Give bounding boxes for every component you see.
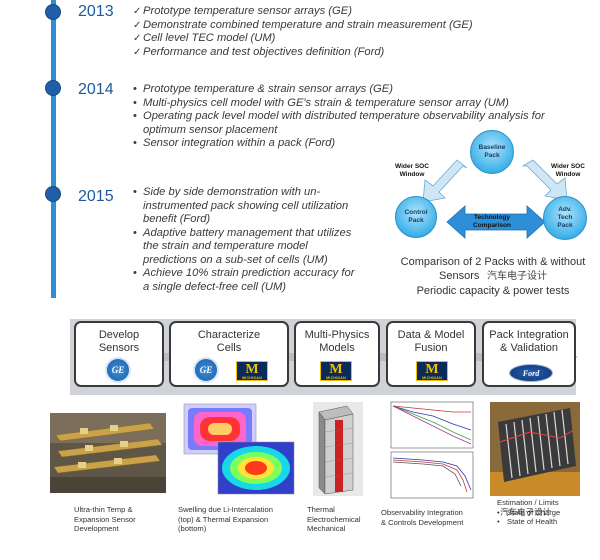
ge-logo-icon: GE [193, 357, 219, 383]
list-item: Operating pack level model with distribu… [133, 110, 545, 137]
ge-logo-icon: GE [105, 357, 131, 383]
list-item: Side by side demonstration with un-instr… [133, 186, 354, 227]
heatmap-top [183, 403, 257, 455]
timeline-dot-2014 [45, 80, 61, 96]
list-item: Multi-physics cell model with GE's strai… [133, 97, 545, 111]
battery-pack-photo [490, 402, 580, 496]
heatmap-plots [178, 402, 296, 496]
year-2013: 2013 [78, 3, 114, 20]
watermark: 汽车电子设计 [487, 271, 547, 282]
ford-logo-icon: Ford [509, 364, 553, 382]
list-item: Prototype temperature sensor arrays (GE) [133, 5, 473, 19]
timeline-dot-2013 [45, 4, 61, 20]
caption-observability: Observability Integration& Controls Deve… [381, 508, 464, 527]
caption-estimation: Estimation / Limits •State of Charge •St… [497, 498, 561, 527]
sensor-strips-photo [50, 413, 166, 493]
cell-model-image [313, 402, 363, 496]
list-item: Performance and test objectives definiti… [133, 46, 473, 60]
year-2014: 2014 [78, 81, 114, 98]
list-item: Achieve 10% strain prediction accuracy f… [133, 267, 354, 294]
milestones-2013: Prototype temperature sensor arrays (GE)… [133, 5, 473, 59]
list-item: Demonstrate combined temperature and str… [133, 19, 473, 33]
year-2015: 2015 [78, 188, 114, 205]
heatmap-bottom [217, 441, 295, 495]
observability-plots [383, 400, 477, 500]
list-item: Cell level TEC model (UM) [133, 32, 473, 46]
caption-swelling: Swelling due Li-Intercalation(top) & The… [178, 505, 273, 534]
pack-comparison-caption: Comparison of 2 Packs with & without Sen… [400, 256, 586, 297]
timeline-dot-2015 [45, 186, 61, 202]
list-item: Prototype temperature & strain sensor ar… [133, 83, 545, 97]
watermark: 汽车电子设计 [500, 507, 552, 517]
timeline-line [51, 0, 56, 298]
list-item: Sensor integration within a pack (Ford) [133, 137, 545, 151]
milestones-2015: Side by side demonstration with un-instr… [133, 186, 354, 294]
milestones-2014: Prototype temperature & strain sensor ar… [133, 83, 545, 151]
list-item: Adaptive battery management that utilize… [133, 227, 354, 268]
